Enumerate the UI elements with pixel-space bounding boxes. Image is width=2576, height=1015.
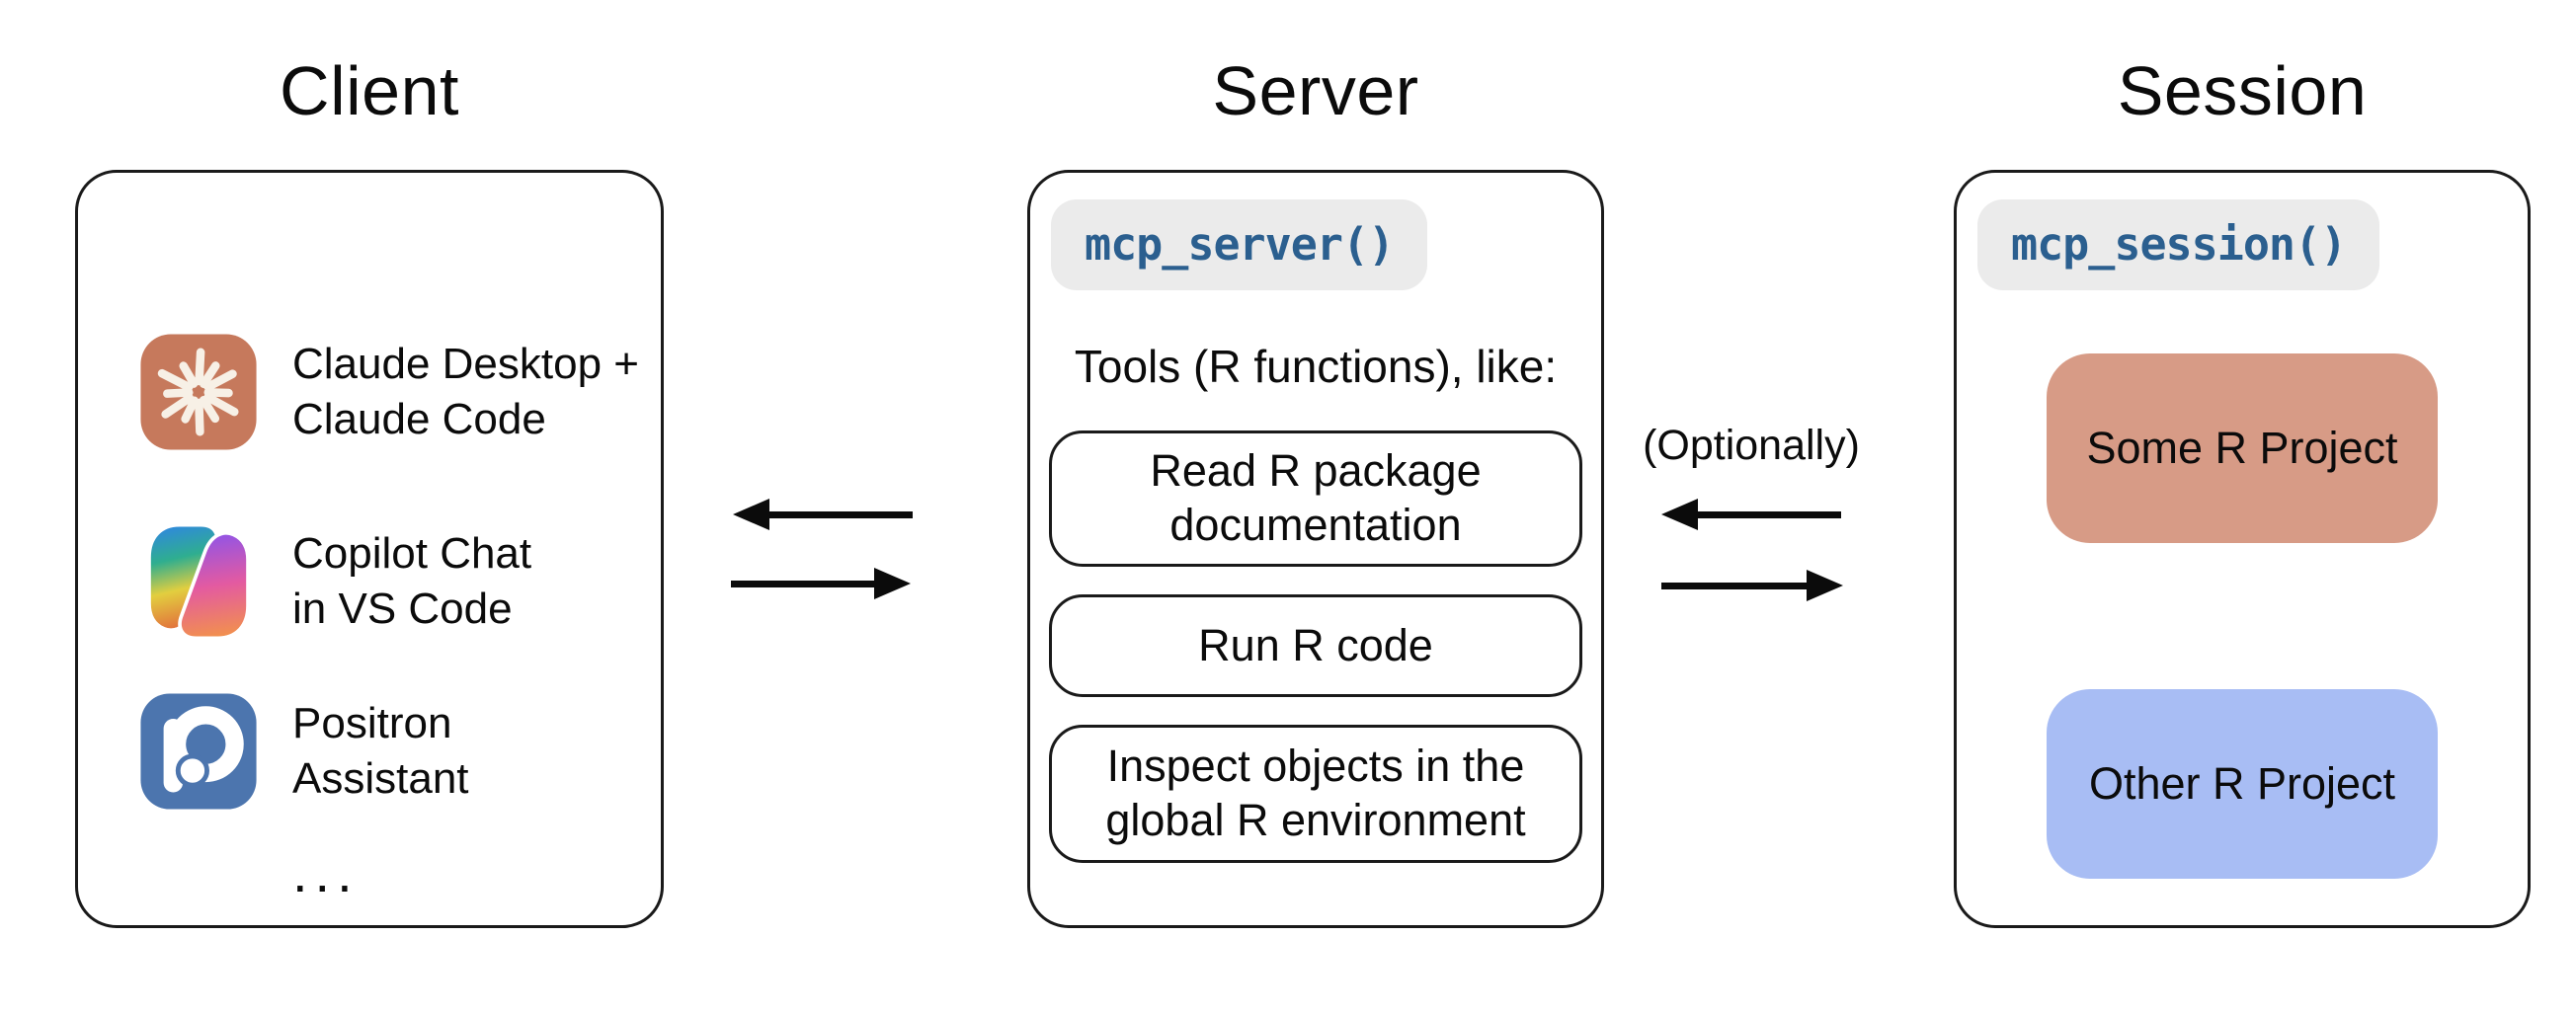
tool-read-r-package-documentation: Read R package documentation (1049, 430, 1582, 567)
client-item-claude: Claude Desktop +Claude Code (138, 332, 639, 452)
mcp-session-code-label: mcp_session() (1977, 199, 2380, 290)
tool-inspect-global-environment: Inspect objects in the global R environm… (1049, 725, 1582, 863)
server-column-title: Server (1212, 52, 1419, 129)
other-r-project-card: Other R Project (2047, 689, 2438, 879)
server-to-client-arrow (733, 498, 913, 531)
client-column-title: Client (280, 52, 459, 129)
tools-heading: Tools (R functions), like: (1074, 341, 1558, 392)
arrow-shaft (769, 510, 913, 518)
client-item-label: Claude Desktop +Claude Code (292, 340, 639, 443)
arrow-shaft (1661, 582, 1807, 589)
client-to-server-arrow (731, 567, 911, 600)
client-more-ellipsis: ... (292, 841, 360, 903)
tool-run-r-code: Run R code (1049, 594, 1582, 697)
mcp-server-code-label: mcp_server() (1051, 199, 1428, 290)
arrow-shaft (1698, 510, 1841, 518)
claude-icon (138, 332, 259, 452)
positron-icon (138, 691, 259, 812)
session-column-title: Session (2117, 52, 2368, 129)
optionally-label: (Optionally) (1643, 422, 1860, 469)
session-to-server-arrow (1661, 498, 1841, 531)
arrow-shaft (731, 580, 874, 587)
some-r-project-card: Some R Project (2047, 353, 2438, 543)
server-to-session-arrow (1661, 569, 1843, 602)
copilot-icon (138, 521, 259, 642)
